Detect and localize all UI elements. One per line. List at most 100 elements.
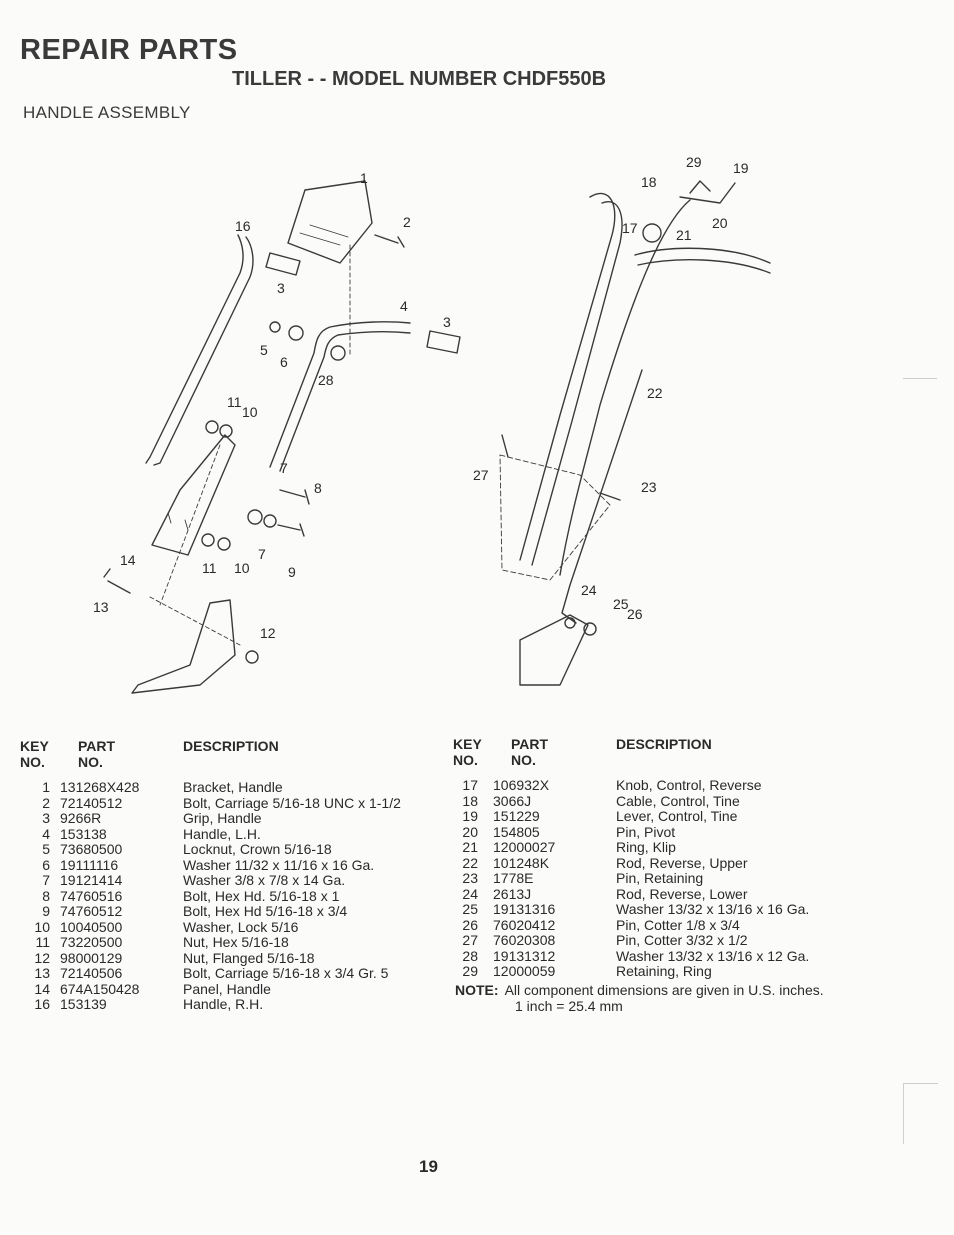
- callout-label: 21: [676, 227, 692, 243]
- description-cell: Bracket, Handle: [183, 779, 283, 795]
- callout-label: 29: [686, 154, 702, 170]
- note-line-2: 1 inch = 25.4 mm: [515, 997, 623, 1014]
- key-no-cell: 12: [34, 949, 50, 966]
- col-key: KEY: [20, 738, 49, 754]
- part-no-cell: 9266R: [60, 810, 102, 826]
- key-no-cell: 28: [462, 947, 478, 964]
- key-no-cell: 9: [42, 903, 50, 919]
- callout-label: 11: [202, 560, 217, 576]
- description-cell: Bolt, Carriage 5/16-18 UNC x 1-1/2: [183, 794, 401, 811]
- col-description: DESCRIPTION: [183, 738, 279, 754]
- part-no-cell: 3066J: [493, 792, 532, 809]
- key-no-cell: 18: [462, 792, 478, 809]
- callout-labels: 1 2 3 16 4 3 5 6 28 11 10 7 8 14 13 11 1…: [93, 154, 749, 641]
- description-cell: Washer, Lock 5/16: [183, 918, 299, 935]
- callout-label: 8: [314, 480, 322, 496]
- scan-edge-mark: [903, 378, 937, 379]
- callout-label: 17: [622, 220, 638, 236]
- description-cell: Nut, Hex 5/16-18: [183, 934, 289, 950]
- handle-frame-part: [519, 192, 771, 561]
- callout-label: 11: [227, 394, 242, 410]
- key-no-cell: 27: [462, 932, 478, 948]
- page-number: 19: [419, 1157, 438, 1176]
- col-part-no: NO.: [511, 752, 536, 768]
- col-part: PART: [78, 738, 116, 754]
- callout-label: 3: [443, 314, 451, 330]
- description-cell: Washer 13/32 x 13/16 x 12 Ga.: [616, 947, 810, 964]
- key-no-cell: 20: [462, 823, 478, 840]
- part-no-cell: 2613J: [493, 885, 532, 902]
- key-no-cell: 16: [34, 996, 50, 1012]
- col-part-no: NO.: [78, 754, 103, 770]
- part-no-cell: 19131316: [493, 901, 556, 917]
- part-no-cell: 12000027: [493, 839, 556, 855]
- callout-label: 1: [360, 170, 368, 186]
- callout-label: 20: [712, 215, 728, 231]
- callout-label: 13: [93, 599, 109, 615]
- description-cell: Pin, Pivot: [616, 823, 676, 840]
- callout-label: 26: [627, 606, 643, 622]
- key-no-cell: 11: [35, 934, 50, 950]
- callout-label: 5: [260, 342, 268, 358]
- tine-control-lever-part: [679, 180, 736, 204]
- key-no-cell: 5: [42, 841, 50, 857]
- part-no-cell: 153138: [60, 825, 107, 842]
- col-description: DESCRIPTION: [616, 736, 712, 752]
- col-part: PART: [511, 736, 549, 752]
- description-cell: Pin, Cotter 1/8 x 3/4: [616, 916, 740, 933]
- part-no-cell: 19121414: [60, 872, 123, 888]
- table-row: 25 19131316 Washer 13/32 x 13/16 x 16 Ga.: [453, 901, 810, 918]
- part-no-cell: 101248K: [493, 854, 550, 871]
- key-no-cell: 19: [462, 808, 478, 824]
- description-cell: Washer 13/32 x 13/16 x 16 Ga.: [616, 901, 810, 917]
- note-line-1: All component dimensions are given in U.…: [504, 982, 824, 998]
- callout-label: 27: [473, 467, 489, 483]
- description-cell: Retaining, Ring: [616, 963, 712, 979]
- part-no-cell: 19111116: [60, 856, 119, 873]
- part-no-cell: 1778E: [493, 870, 534, 886]
- part-no-cell: 72140512: [60, 794, 123, 811]
- description-cell: Washer 3/8 x 7/8 x 14 Ga.: [183, 872, 346, 888]
- key-no-cell: 25: [462, 901, 478, 917]
- description-cell: Pin, Cotter 3/32 x 1/2: [616, 932, 748, 948]
- part-no-cell: 76020412: [493, 916, 556, 933]
- callout-label: 14: [120, 552, 136, 568]
- part-no-cell: 76020308: [493, 932, 556, 948]
- key-no-cell: 6: [42, 856, 50, 873]
- control-cable-part: [559, 199, 691, 576]
- table-row: 22 101248K Rod, Reverse, Upper: [453, 854, 809, 872]
- part-no-cell: 131268X428: [60, 779, 140, 795]
- part-no-cell: 106932X: [493, 777, 550, 793]
- callout-label: 28: [318, 372, 334, 388]
- callout-label: 9: [288, 564, 296, 580]
- handle-panel-part: [151, 434, 236, 556]
- key-no-cell: 8: [42, 887, 50, 904]
- callout-label: 2: [403, 214, 411, 230]
- part-no-cell: 73680500: [60, 841, 123, 857]
- key-no-cell: 22: [462, 854, 478, 871]
- callout-label: 25: [613, 596, 629, 612]
- handle-rh-part: [145, 234, 244, 464]
- callout-label: 10: [242, 404, 258, 420]
- key-no-cell: 3: [42, 810, 50, 826]
- description-cell: Handle, L.H.: [183, 825, 261, 842]
- description-cell: Rod, Reverse, Upper: [616, 854, 748, 871]
- part-no-cell: 151229: [493, 808, 540, 824]
- bracket-handle-part: [287, 180, 373, 264]
- description-cell: Bolt, Carriage 5/16-18 x 3/4 Gr. 5: [183, 965, 389, 981]
